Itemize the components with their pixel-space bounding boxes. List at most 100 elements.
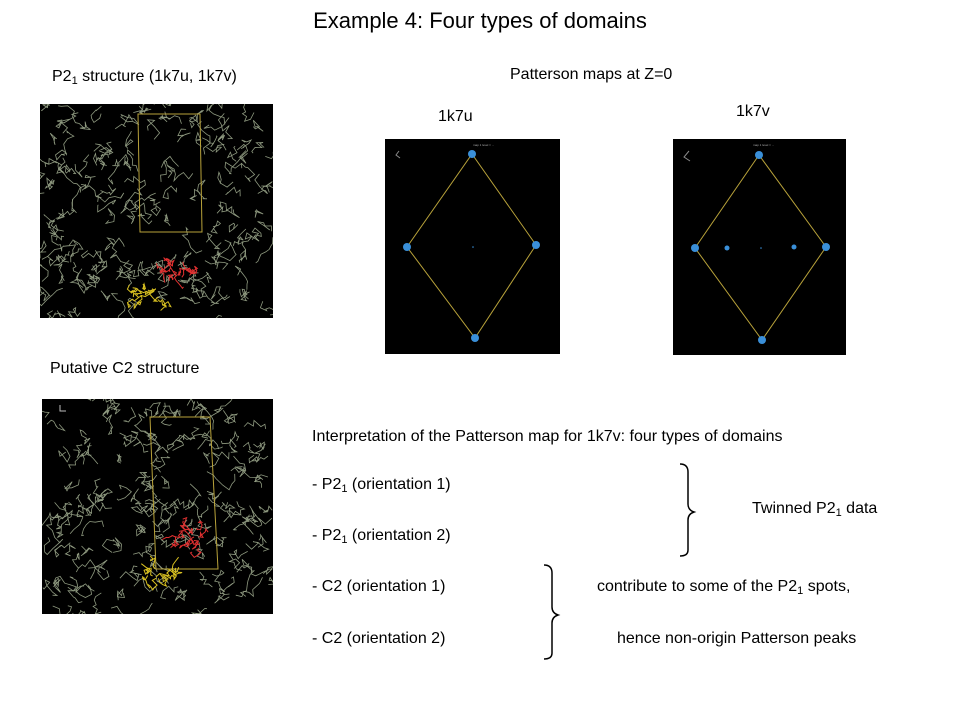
protein-trace — [204, 251, 221, 266]
protein-trace — [196, 505, 209, 518]
protein-trace — [248, 517, 273, 528]
item-subscript: 1 — [341, 483, 348, 495]
protein-trace — [206, 471, 236, 491]
protein-trace — [176, 588, 187, 600]
protein-trace — [241, 516, 259, 535]
protein-trace — [183, 430, 210, 441]
protein-trace — [55, 149, 68, 161]
protein-trace — [187, 527, 200, 540]
domain-highlight — [189, 537, 199, 546]
twinned-subscript: 1 — [835, 507, 842, 519]
svg-text:map 1 level = ...: map 1 level = ... — [473, 143, 494, 147]
protein-trace — [220, 430, 240, 445]
protein-trace — [69, 513, 84, 535]
protein-trace — [162, 501, 180, 516]
protein-trace — [63, 479, 80, 492]
protein-trace — [207, 491, 222, 507]
protein-trace — [80, 250, 102, 259]
protein-trace — [67, 585, 85, 604]
protein-trace — [54, 542, 71, 558]
protein-trace — [136, 524, 147, 537]
domain-highlight — [173, 274, 184, 290]
protein-trace — [162, 185, 177, 200]
protein-trace — [241, 232, 260, 243]
protein-trace — [179, 296, 200, 305]
protein-trace — [55, 118, 70, 134]
protein-trace — [206, 104, 226, 125]
protein-trace — [42, 410, 50, 418]
protein-trace — [190, 608, 207, 614]
protein-trace — [110, 403, 121, 415]
protein-trace — [218, 113, 234, 140]
protein-trace — [189, 188, 201, 201]
p21-structure-label: P21 structure (1k7u, 1k7v) — [52, 68, 237, 87]
protein-trace — [74, 154, 90, 178]
protein-trace — [155, 290, 169, 301]
p21-structure-image — [40, 104, 273, 318]
protein-trace — [205, 232, 222, 250]
protein-trace — [130, 488, 139, 503]
protein-trace — [116, 588, 125, 601]
domain-highlight — [141, 282, 147, 291]
protein-trace — [251, 227, 262, 241]
protein-trace — [40, 286, 51, 302]
protein-trace — [241, 162, 256, 183]
domain-highlight — [161, 534, 177, 542]
protein-trace — [49, 132, 57, 146]
protein-trace — [92, 478, 104, 498]
protein-trace — [216, 242, 237, 262]
domain-highlight — [161, 300, 172, 308]
protein-trace — [148, 197, 161, 206]
domain-highlight — [167, 259, 176, 267]
protein-trace — [186, 399, 201, 411]
c2-bracket — [543, 564, 561, 660]
protein-trace — [65, 163, 77, 175]
c2-structure-render — [42, 399, 273, 614]
protein-trace — [154, 513, 173, 532]
protein-trace — [40, 264, 49, 282]
protein-trace — [230, 143, 249, 173]
protein-trace — [52, 605, 73, 614]
protein-trace — [79, 121, 91, 130]
domain-highlight — [126, 284, 142, 294]
domain-highlight — [171, 556, 179, 574]
protein-trace — [146, 119, 161, 140]
domain-highlight — [191, 540, 201, 550]
protein-trace — [194, 271, 213, 284]
item-prefix: - P2 — [312, 527, 342, 544]
domain-highlight — [157, 298, 167, 311]
protein-trace — [188, 114, 199, 129]
protein-trace — [98, 153, 109, 171]
protein-trace — [238, 150, 248, 164]
protein-trace — [249, 505, 261, 522]
protein-trace — [160, 115, 182, 124]
protein-trace — [75, 559, 101, 574]
protein-trace — [226, 146, 238, 162]
twinned-prefix: Twinned P2 — [752, 500, 836, 517]
protein-trace — [155, 562, 179, 573]
protein-trace — [219, 502, 241, 516]
protein-trace — [237, 238, 248, 260]
protein-trace — [42, 511, 60, 526]
protein-trace — [222, 410, 236, 424]
protein-trace — [262, 566, 273, 575]
protein-trace — [53, 575, 78, 592]
protein-trace — [130, 505, 148, 514]
protein-trace — [40, 287, 63, 307]
protein-trace — [218, 201, 233, 213]
protein-trace — [58, 263, 65, 284]
protein-trace — [107, 399, 120, 410]
patterson-map-1k7u: map 1 level = ... — [385, 139, 560, 354]
protein-trace — [247, 563, 269, 577]
protein-trace — [195, 131, 202, 147]
protein-trace — [69, 278, 92, 294]
protein-trace — [128, 266, 152, 278]
contribute-subscript: 1 — [797, 585, 804, 597]
protein-trace — [242, 441, 255, 454]
protein-trace — [46, 310, 53, 318]
protein-trace — [191, 287, 216, 307]
patterson-map-1k7u-render: map 1 level = ... — [395, 143, 540, 342]
protein-trace — [181, 226, 203, 254]
protein-trace — [239, 570, 256, 597]
protein-trace — [126, 149, 139, 172]
